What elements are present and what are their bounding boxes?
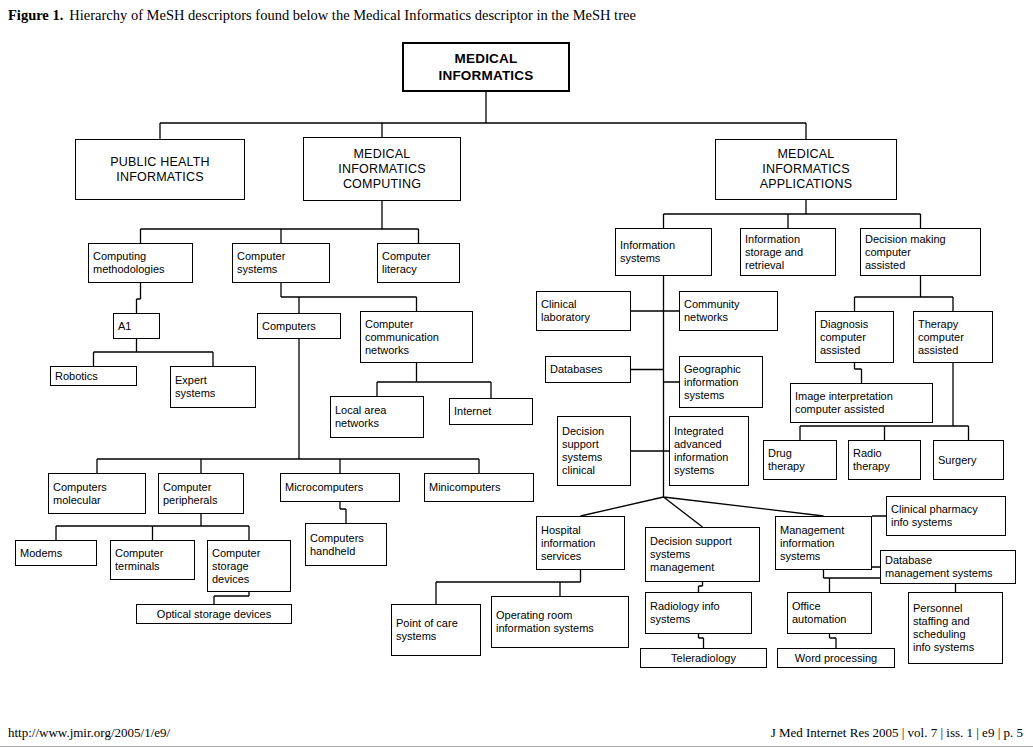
node-database-management-systems: Database management systems: [880, 550, 1016, 584]
node-decision-support-systems-clinical: Decision support systems clinical: [557, 416, 631, 486]
node-databases: Databases: [545, 356, 631, 383]
node-expert-systems: Expert systems: [170, 366, 256, 408]
node-teleradiology: Teleradiology: [640, 648, 767, 668]
node-robotics: Robotics: [50, 366, 137, 386]
node-information-systems: Information systems: [615, 228, 712, 276]
node-computers-handheld: Computers handheld: [305, 523, 387, 566]
node-decision-making-computer-assisted: Decision making computer assisted: [860, 228, 981, 276]
node-decision-support-systems-management: Decision support systems management: [645, 527, 760, 582]
node-information-storage-and-retrieval: Information storage and retrieval: [740, 228, 836, 276]
node-computer-terminals: Computer terminals: [110, 540, 195, 580]
node-geographic-information-systems: Geographic information systems: [679, 356, 763, 408]
node-computer-literacy: Computer literacy: [377, 243, 460, 283]
node-a1: A1: [113, 313, 160, 339]
node-personnel-staffing-scheduling-info-systems: Personnel staffing and scheduling info s…: [908, 592, 1003, 664]
node-clinical-pharmacy-info-systems: Clinical pharmacy info systems: [886, 496, 1006, 536]
node-computing-methodologies: Computing methodologies: [88, 243, 193, 283]
page-footer: http://www.jmir.org/2005/1/e9/ J Med Int…: [8, 725, 1023, 741]
node-management-information-systems: Management information systems: [775, 516, 872, 570]
node-medical-informatics-applications: MEDICAL INFORMATICS APPLICATIONS: [715, 139, 897, 200]
node-radio-therapy: Radio therapy: [848, 440, 921, 480]
node-image-interpretation-computer-assisted: Image interpretation computer assisted: [790, 383, 933, 423]
node-operating-room-information-systems: Operating room information systems: [491, 596, 629, 648]
node-point-of-care-systems: Point of care systems: [391, 604, 481, 656]
node-computers-molecular: Computers molecular: [48, 473, 146, 514]
footer-citation: J Med Internet Res 2005 | vol. 7 | iss. …: [771, 725, 1023, 741]
node-local-area-networks: Local area networks: [330, 396, 424, 438]
node-radiology-info-systems: Radiology info systems: [645, 592, 752, 634]
node-word-processing: Word processing: [777, 648, 895, 668]
node-drug-therapy: Drug therapy: [763, 440, 837, 480]
node-therapy-computer-assisted: Therapy computer assisted: [913, 311, 993, 363]
node-diagnosis-computer-assisted: Diagnosis computer assisted: [815, 311, 894, 363]
node-computer-storage-devices: Computer storage devices: [207, 540, 291, 592]
node-modems: Modems: [15, 540, 97, 566]
node-minicomputers: Minicomputers: [424, 473, 534, 502]
node-community-networks: Community networks: [679, 291, 778, 331]
node-surgery: Surgery: [933, 440, 1004, 480]
node-public-health-informatics: PUBLIC HEALTH INFORMATICS: [75, 139, 245, 200]
node-computers: Computers: [257, 313, 341, 339]
node-microcomputers: Microcomputers: [280, 473, 400, 502]
node-computer-communication-networks: Computer communication networks: [360, 311, 473, 363]
node-office-automation: Office automation: [787, 592, 872, 634]
node-optical-storage-devices: Optical storage devices: [136, 604, 292, 624]
node-medical-informatics: MEDICAL INFORMATICS: [402, 42, 570, 92]
node-computer-peripherals: Computer peripherals: [158, 473, 244, 514]
footer-url: http://www.jmir.org/2005/1/e9/: [8, 725, 170, 741]
node-integrated-advanced-information-systems: Integrated advanced information systems: [669, 416, 749, 486]
node-clinical-laboratory: Clinical laboratory: [536, 291, 631, 331]
node-computer-systems: Computer systems: [232, 243, 330, 283]
node-internet: Internet: [449, 398, 533, 425]
node-medical-informatics-computing: MEDICAL INFORMATICS COMPUTING: [303, 137, 461, 201]
node-hospital-information-services: Hospital information services: [536, 516, 625, 570]
